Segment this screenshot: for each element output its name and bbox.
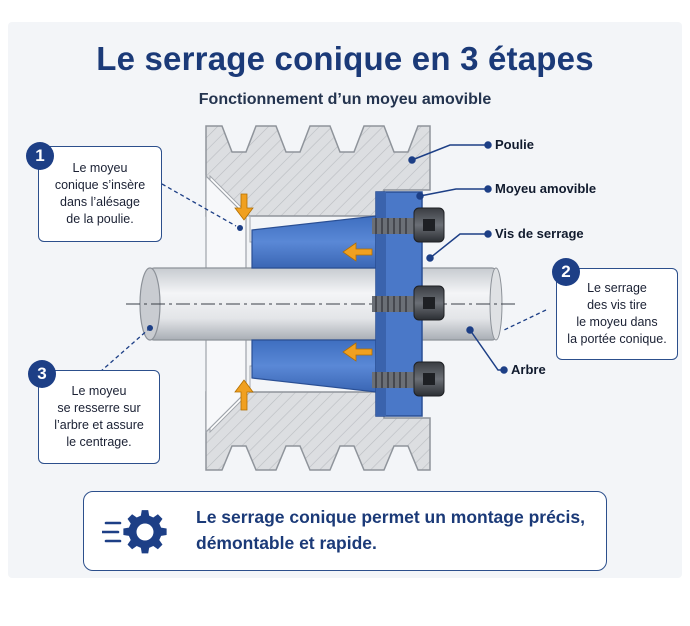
step-2-line: le moyeu dans (576, 315, 658, 329)
step-1-line: de la poulie. (66, 212, 134, 226)
pulley-body (205, 125, 431, 217)
step-1-badge: 1 (26, 142, 54, 170)
arrow-down-icon (234, 193, 254, 221)
label-removable-hub: Moyeu amovible (495, 181, 597, 196)
step-2-line: des vis tire (587, 298, 647, 312)
gear-speed-icon (102, 510, 167, 554)
arrow-left-icon (342, 242, 373, 262)
label-shaft: Arbre (511, 362, 546, 377)
step-1-line: dans l’alésage (60, 195, 140, 209)
step-2-callout: Le serrage des vis tire le moyeu dans la… (556, 268, 678, 360)
step-1-line: conique s’insère (54, 178, 146, 192)
summary-text: Le serrage conique permet un montage pré… (196, 504, 596, 556)
removable-hub-upper (251, 215, 377, 269)
summary-line: démontable et rapide. (196, 533, 377, 553)
step-3-line: le centrage. (66, 435, 132, 449)
step-1-callout: Le moyeu conique s’insère dans l’alésage… (38, 146, 162, 242)
summary-banner: Le serrage conique permet un montage pré… (83, 491, 607, 571)
arrow-up-icon (234, 379, 254, 411)
screw-top (372, 207, 445, 243)
arrow-left-icon-lower (342, 342, 373, 362)
step-3-line: se resserre sur (57, 401, 141, 415)
step-2-line: la portée conique. (567, 332, 667, 346)
page-subtitle: Fonctionnement d’un moyeu amovible (198, 91, 492, 108)
screw-bottom (372, 361, 445, 397)
step-3-line: l’arbre et assure (54, 418, 144, 432)
step-2-badge: 2 (552, 258, 580, 286)
summary-line: Le serrage conique permet un montage pré… (196, 507, 585, 527)
step-3-callout: Le moyeu se resserre sur l’arbre et assu… (38, 370, 160, 464)
label-clamping-screw: Vis de serrage (495, 226, 584, 241)
page-title: Le serrage conique en 3 étapes (96, 40, 594, 77)
removable-hub-lower (251, 339, 377, 393)
label-pulley: Poulie (495, 137, 535, 152)
step-3-line: Le moyeu (71, 384, 127, 398)
pulley-body-lower (205, 391, 431, 471)
step-3-badge: 3 (28, 360, 56, 388)
screw-middle (372, 285, 445, 321)
step-2-line: Le serrage (587, 281, 647, 295)
step-1-line: Le moyeu (72, 161, 128, 175)
